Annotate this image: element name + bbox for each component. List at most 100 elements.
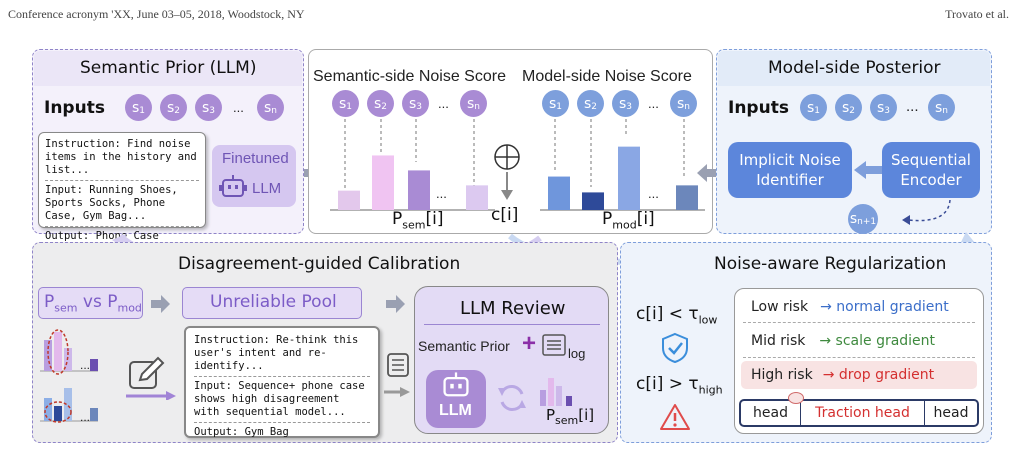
unreliable-pool-box [182,287,362,319]
risk-table: Low risk → normal gradient Mid risk → sc… [734,288,984,434]
model-score-token-ellipsis: ... [648,96,659,111]
sequential-encoder-box: Sequential Encoder [882,142,980,198]
calibration-prompt-instruction: Instruction: Re-think this user's intent… [194,334,359,372]
disagreement-mini-charts [40,329,98,423]
risk-high-label: High risk [751,367,813,383]
mini-chart-ellipsis-1: ... [80,358,91,372]
llm-review-title: LLM Review [460,298,566,319]
model-score-bars [540,146,705,211]
calibration-prompt-input: Input: Sequence+ phone case shows high d… [194,380,365,418]
calibration-title: Disagreement-guided Calibration [178,254,461,274]
p-mod-label: Pmod[i] [602,209,655,232]
compare-box [38,287,143,319]
model-stems [554,119,685,187]
review-mini-chart [540,378,572,406]
arrow-right-icon [386,295,405,313]
semantic-input-ellipsis: ... [233,100,244,115]
head-right: head [933,405,969,421]
high-threshold-label: c[i] > τhigh [636,374,723,397]
risk-divider [743,322,975,323]
unreliable-pool-label: Unreliable Pool [210,292,337,312]
combine-plus-icon [494,144,520,170]
llm-label: LLM [252,180,282,197]
log-label: log [568,346,586,361]
head-strip: head Traction head head [739,399,979,427]
low-threshold-label: c[i] < τlow [636,304,718,327]
semantic-stems [344,119,475,192]
model-bar-4 [676,185,698,210]
risk-divider [743,357,975,358]
edit-pen-icon [126,356,176,400]
calibration-prompt-card: Instruction: Re-think this user's intent… [184,326,380,438]
list-icon [542,334,566,356]
posterior-input-ellipsis: ... [906,98,919,115]
model-posterior-title-bar [718,51,990,86]
risk-row-mid: Mid risk → scale gradient [741,327,977,355]
semantic-bar-3 [408,170,430,210]
risk-low-action: → normal gradient [820,299,949,315]
semantic-prompt-output: Output: Phone Case [45,230,159,242]
compare-label: Psem vs Pmod [44,292,142,315]
arrow-left-icon [697,164,719,182]
semantic-prior-review-label: Semantic Prior [418,338,510,354]
regularization-title: Noise-aware Regularization [714,254,947,274]
semantic-prior-title: Semantic Prior (LLM) [80,58,257,78]
arrow-down-icon [501,172,513,200]
traction-head: Traction head [801,401,925,425]
model-bar-1 [548,176,570,210]
semantic-prompt-instruction: Instruction: Find noise items in the his… [45,138,197,176]
shield-check-icon [662,332,688,364]
head-left: head [741,401,801,425]
semantic-score-token-ellipsis: ... [438,96,449,111]
robot-icon [219,175,247,197]
llm-chip-label: LLM [439,402,472,419]
warning-icon [660,404,690,430]
semantic-bar-4 [466,185,488,210]
risk-mid-action: → scale gradient [819,333,936,349]
llm-chip [426,370,486,428]
p-sem-label: Psem[i] [392,209,444,232]
arrow-left-small-icon [854,161,882,179]
risk-low-label: Low risk [751,299,809,315]
risk-high-action: → drop gradient [822,367,935,383]
semantic-bar-1 [338,190,360,210]
posterior-inputs-label: Inputs [728,98,789,118]
mini-chart-ellipsis-2: ... [80,410,91,424]
model-bar-ellipsis: ... [648,186,659,201]
semantic-prior-title-bar [34,51,302,86]
semantic-bar-2 [372,155,394,210]
traction-marker [788,392,804,404]
robot-icon [443,372,469,397]
semantic-score-title: Semantic-side Noise Score [313,68,506,85]
log-list-icon [384,353,410,397]
semantic-score-bars [330,155,495,211]
model-bar-3 [618,146,640,210]
semantic-inputs-label: Inputs [44,98,105,118]
risk-row-low: Low risk → normal gradient [741,293,977,321]
refresh-icon [498,385,526,411]
running-header-right: Trovato et al. [945,7,1009,21]
llm-review-divider [424,324,600,325]
arrow-right-icon [151,295,170,313]
implicit-noise-identifier-box: Implicit Noise Identifier [728,142,852,198]
c-i-label: c[i] [491,205,519,225]
model-score-title: Model-side Noise Score [522,68,692,85]
risk-row-high: High risk → drop gradient [741,361,977,389]
next-item-dashed-arrow [902,199,951,225]
semantic-bar-ellipsis: ... [436,186,447,201]
